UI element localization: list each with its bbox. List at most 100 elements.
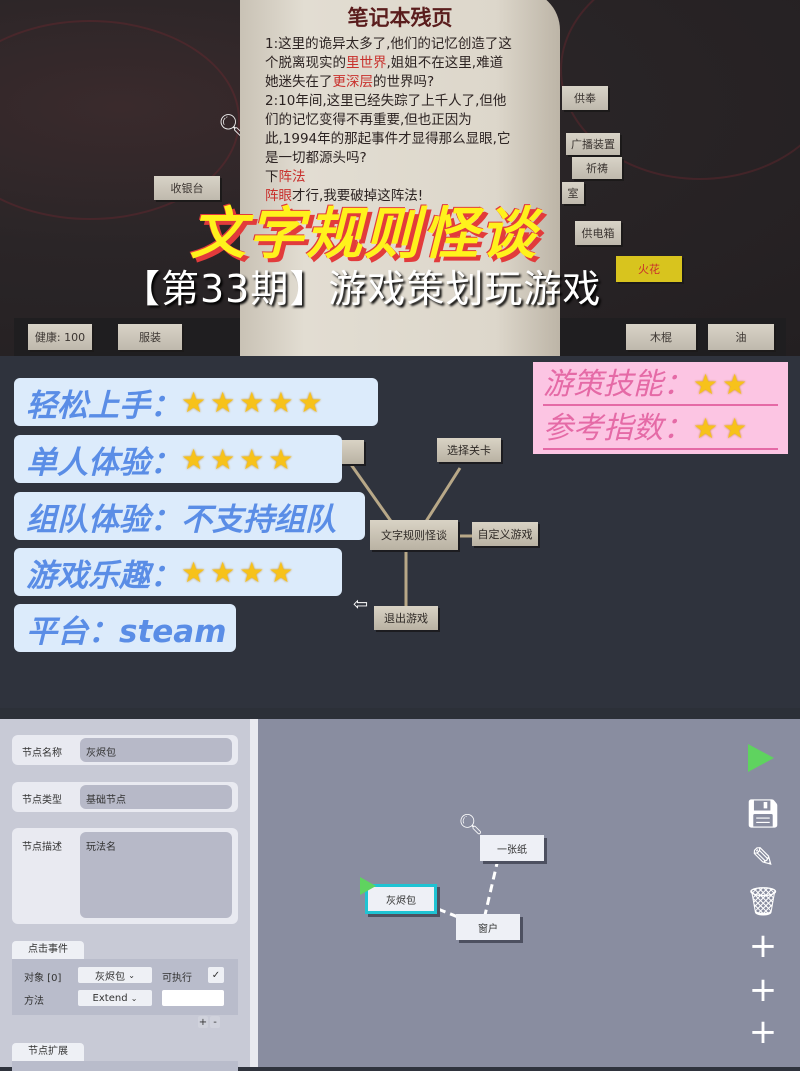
rating-row: 游戏乐趣：★★★★: [14, 548, 342, 596]
notebook-line: 她迷失在了更深层的世界吗?: [265, 74, 434, 91]
tab-click-event[interactable]: 点击事件: [12, 941, 84, 959]
canvas-node-window[interactable]: 窗户: [456, 914, 520, 940]
planner-rating-row: 参考指数：★★: [543, 410, 778, 450]
notebook-title: 笔记本残页: [347, 6, 453, 30]
node-canvas[interactable]: 灰烬包 一张纸 🔍︎ 窗户: [258, 719, 800, 1067]
notebook-line: 此,1994年的那起事件才显得那么显眼,它: [265, 131, 510, 148]
node-name-input[interactable]: 灰烬包: [80, 738, 232, 762]
menu-custom-game[interactable]: 自定义游戏: [472, 522, 538, 546]
node-cashier[interactable]: 收银台: [154, 176, 220, 200]
rating-row: 组队体验：不支持组队: [14, 492, 365, 540]
node-pray[interactable]: 祈祷: [572, 157, 622, 179]
executable-label: 可执行: [162, 973, 192, 984]
method-select[interactable]: Extend ⌄: [78, 990, 152, 1006]
star-icon: ★: [722, 412, 748, 445]
notebook-line: 2:10年间,这里已经失踪了上千人了,但他: [265, 93, 506, 110]
text-span: 2:10年间,这里已经失踪了上千人了,但他: [265, 93, 507, 109]
node-desc-row: 节点描述 玩法名: [12, 828, 238, 924]
star-icon: ★: [210, 385, 236, 419]
rating-row: 单人体验：★★★★: [14, 435, 342, 483]
play-icon[interactable]: [748, 744, 774, 772]
property-panel: 节点名称 灰烬包 节点类型 基础节点 节点描述 玩法名 点击事件 对象 [0] …: [0, 719, 250, 1071]
method-select-value: Extend: [92, 992, 128, 1004]
text-span: 个脱离现实的: [265, 55, 346, 71]
star-icon: ★: [239, 442, 265, 476]
health-status: 健康: 100: [28, 324, 92, 350]
rating-row: 平台：steam: [14, 604, 236, 652]
highlight-text: 阵法: [278, 169, 306, 185]
node-desc-label: 节点描述: [22, 842, 62, 853]
highlight-text: 里世界: [346, 55, 387, 71]
menu-select-level[interactable]: 选择关卡: [437, 438, 501, 462]
save-icon[interactable]: 💾︎: [745, 797, 781, 830]
add-button[interactable]: +: [198, 1016, 208, 1028]
item-stick[interactable]: 木棍: [626, 324, 696, 350]
text-span: 此,1994年的那起事件才显得那么显眼,它: [265, 131, 511, 147]
node-name-label: 节点名称: [22, 748, 62, 759]
item-clothes[interactable]: 服装: [118, 324, 182, 350]
star-icon: ★: [210, 442, 236, 476]
notebook-page: 笔记本残页 1:这里的诡异太多了,他们的记忆创造了这个脱离现实的里世界,姐姐不在…: [240, 0, 560, 356]
canvas-node-ash-bag[interactable]: 灰烬包: [365, 884, 437, 914]
item-oil[interactable]: 油: [708, 324, 774, 350]
star-icon: ★: [181, 442, 207, 476]
rating-label: 平台：steam: [26, 613, 227, 650]
planner-rating-label: 参考指数：: [543, 411, 693, 446]
menu-exit-game[interactable]: 退出游戏: [374, 606, 438, 630]
click-event-panel: 对象 [0] 灰烬包 ⌄ 可执行 ✓ 方法 Extend ⌄: [12, 959, 238, 1015]
method-arg-input[interactable]: [162, 990, 224, 1006]
exit-icon: ⇦: [353, 594, 369, 615]
notebook-line: 个脱离现实的里世界,姐姐不在这里,难道: [265, 55, 503, 72]
notebook-line: 阵眼才行,我要破掉这阵法!: [265, 188, 423, 205]
node-broadcast[interactable]: 广播装置: [566, 133, 620, 155]
planner-rating-row: 游策技能：★★: [543, 366, 778, 406]
rating-label: 游戏乐趣：: [26, 557, 181, 594]
node-spark[interactable]: 火花: [616, 256, 682, 282]
executable-checkbox[interactable]: ✓: [208, 967, 224, 983]
text-span: 是一切都源头吗?: [265, 150, 367, 166]
panel-divider[interactable]: [250, 719, 258, 1067]
tab-node-extend[interactable]: 节点扩展: [12, 1043, 84, 1061]
object-select-value: 灰烬包: [95, 971, 126, 983]
add-node-icon[interactable]: +: [748, 926, 778, 966]
add-hand-node-icon[interactable]: +: [748, 1012, 778, 1052]
game-screenshot-notebook: 收银台 🔍︎ 供奉 广播装置 祈祷 室 供电箱 火花 健康: 100 服装 木棍…: [0, 0, 800, 356]
node-name-row: 节点名称 灰烬包: [12, 735, 238, 765]
start-flag-icon: [360, 877, 376, 895]
node-power-box[interactable]: 供电箱: [575, 221, 621, 245]
node-offering[interactable]: 供奉: [562, 86, 608, 110]
text-span: ,姐姐不在这里,难道: [386, 55, 504, 71]
text-span: 下: [265, 169, 279, 185]
star-icon: ★: [181, 385, 207, 419]
node-type-input[interactable]: 基础节点: [80, 785, 232, 809]
node-room[interactable]: 室: [562, 182, 584, 204]
canvas-node-paper[interactable]: 一张纸: [480, 835, 544, 861]
object-select[interactable]: 灰烬包 ⌄: [78, 967, 152, 983]
object-label: 对象 [0]: [24, 973, 62, 984]
rating-row: 轻松上手：★★★★★: [14, 378, 378, 426]
text-span: 才行,我要破掉这阵法!: [292, 188, 424, 204]
remove-button[interactable]: -: [210, 1016, 220, 1028]
node-desc-textarea[interactable]: 玩法名: [80, 832, 232, 918]
star-icon: ★: [268, 385, 294, 419]
highlight-text: 更深层: [332, 74, 374, 90]
add-search-node-icon[interactable]: +: [748, 970, 778, 1010]
menu-center-node: 文字规则怪谈: [370, 520, 458, 550]
node-type-label: 节点类型: [22, 795, 62, 806]
star-icon: ★: [210, 555, 236, 589]
edit-icon[interactable]: ✎: [751, 841, 775, 874]
star-icon: ★: [268, 555, 294, 589]
notebook-line: 们的记忆变得不再重要,但也正因为: [265, 112, 472, 129]
chevron-down-icon: ⌄: [130, 993, 138, 1003]
notebook-line: 是一切都源头吗?: [265, 150, 367, 167]
text-span: 她迷失在了: [265, 74, 333, 90]
chevron-down-icon: ⌄: [128, 970, 135, 980]
star-icon: ★: [181, 555, 207, 589]
method-label: 方法: [24, 996, 44, 1007]
video-title: 文字规则怪谈: [190, 202, 538, 267]
star-icon: ★: [693, 412, 719, 445]
notebook-line: 1:这里的诡异太多了,他们的记忆创造了这: [265, 36, 512, 53]
star-icon: ★: [239, 555, 265, 589]
trash-icon[interactable]: 🗑︎: [745, 885, 781, 918]
notebook-line: 下阵法: [265, 169, 306, 186]
